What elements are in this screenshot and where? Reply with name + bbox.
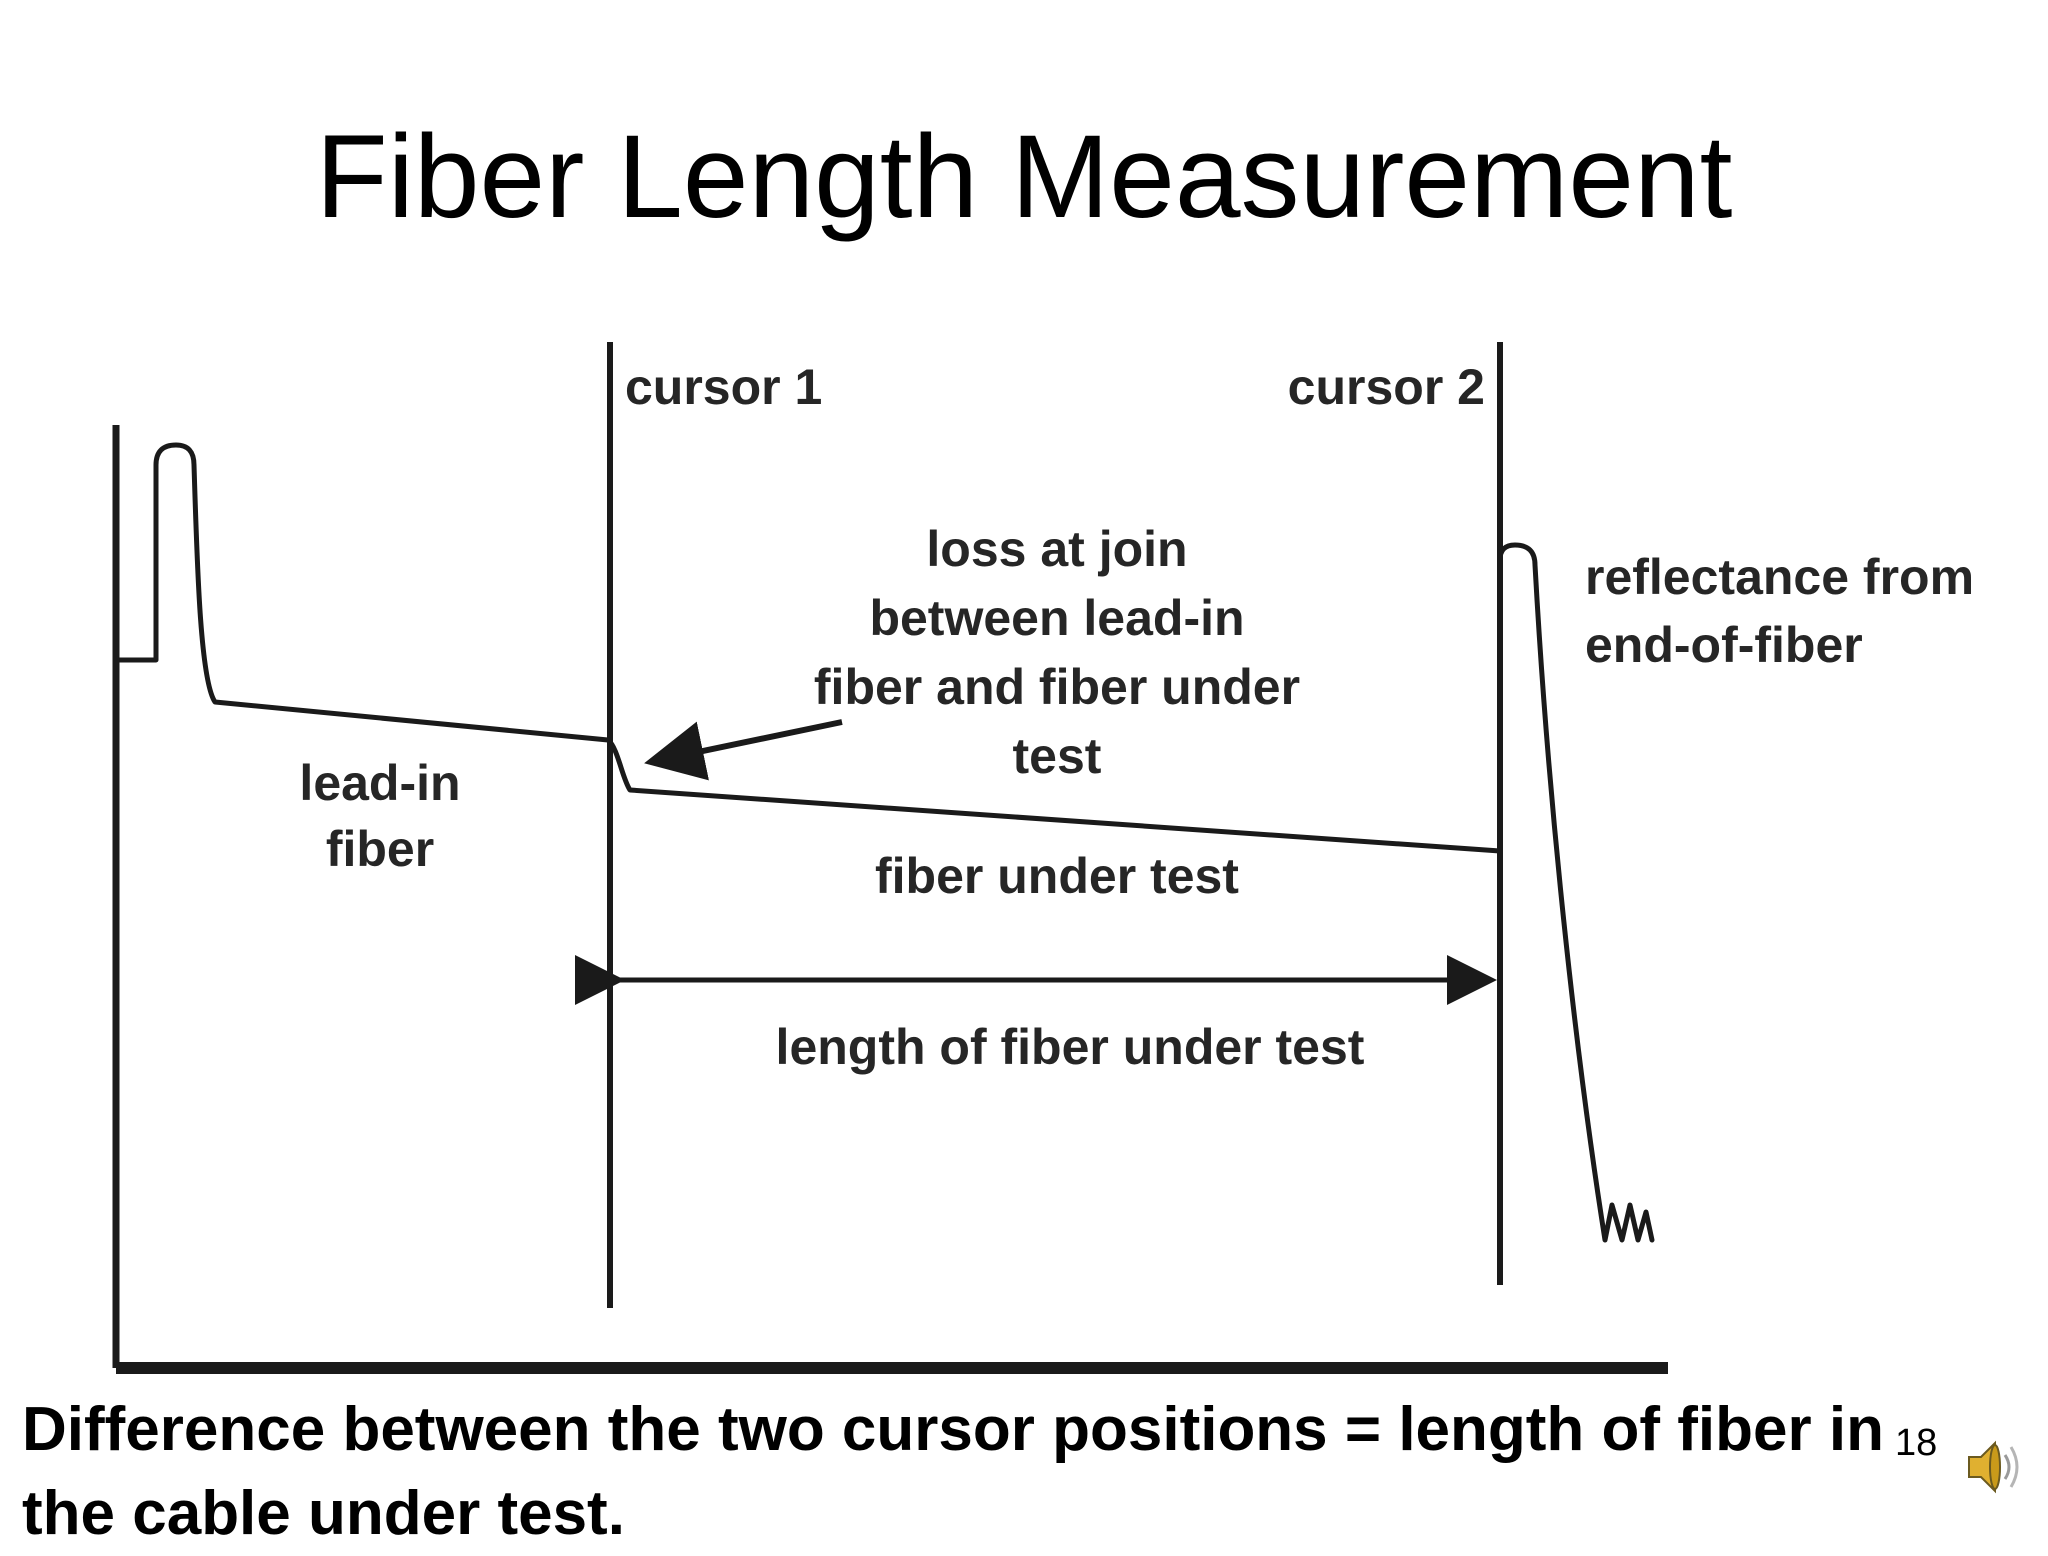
slide-title: Fiber Length Measurement bbox=[315, 111, 1733, 243]
loss-at-join-line-3: fiber and fiber under bbox=[814, 659, 1300, 715]
page-number: 18 bbox=[1895, 1422, 1938, 1464]
otdr-trace-diagram: cursor 1 cursor 2 loss at join between l… bbox=[112, 342, 1974, 1374]
reflectance-line-2: end-of-fiber bbox=[1585, 617, 1863, 673]
slide-caption: Difference between the two cursor positi… bbox=[22, 1395, 1884, 1548]
loss-at-join-line-1: loss at join bbox=[926, 521, 1187, 577]
cursor-1-label: cursor 1 bbox=[625, 359, 822, 415]
lead-in-line-1: lead-in bbox=[299, 755, 460, 811]
reflectance-line-1: reflectance from bbox=[1585, 549, 1974, 605]
cursor-2-label: cursor 2 bbox=[1288, 359, 1485, 415]
lead-in-line-2: fiber bbox=[326, 821, 434, 877]
loss-at-join-line-4: test bbox=[1013, 728, 1102, 784]
speaker-icon[interactable] bbox=[1965, 1435, 2025, 1499]
join-pointer-arrow bbox=[644, 719, 843, 781]
fiber-under-test-label: fiber under test bbox=[875, 848, 1239, 904]
length-of-fiber-label: length of fiber under test bbox=[776, 1019, 1365, 1075]
otdr-trace bbox=[113, 442, 1655, 1243]
loss-at-join-line-2: between lead-in bbox=[869, 590, 1244, 646]
